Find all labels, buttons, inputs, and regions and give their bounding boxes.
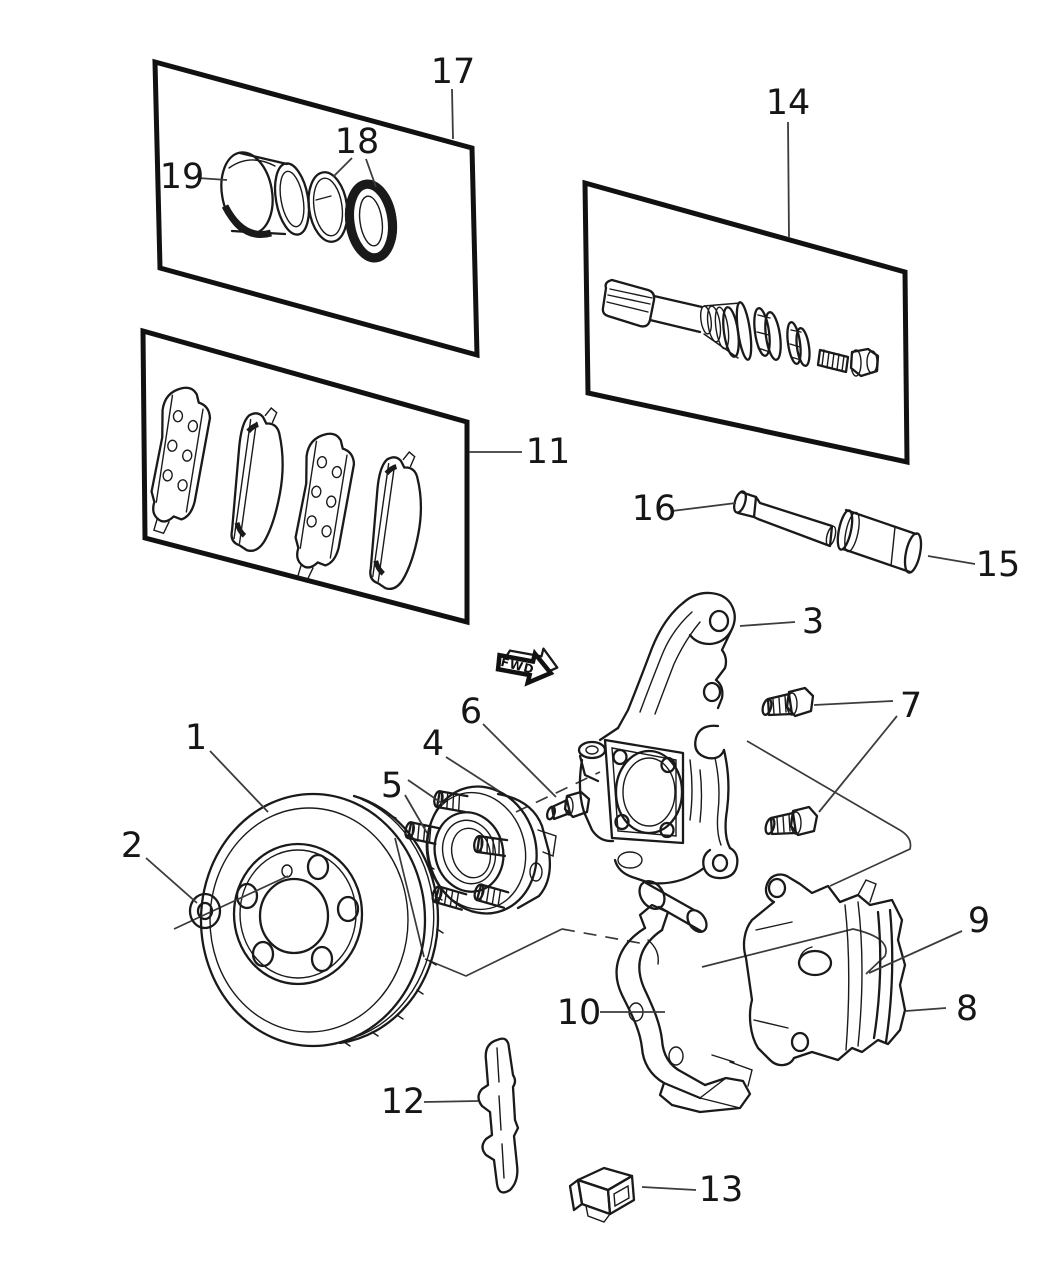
callout-13: 13 [699, 1170, 744, 1210]
washer-drawing [173, 875, 289, 930]
steering-knuckle-drawing [577, 591, 739, 885]
callout-18: 18 [335, 122, 380, 162]
brake-pad-drawing [230, 407, 284, 552]
brake-pad-drawing [150, 386, 212, 535]
caliper-piston-drawing [220, 151, 311, 238]
callout-17: 17 [431, 52, 476, 92]
callout-10: 10 [557, 993, 602, 1033]
callout-5: 5 [381, 766, 403, 806]
knuckle-bolt-drawing [764, 805, 819, 837]
wheel-stud-drawing [473, 835, 509, 858]
piston-boot-drawing [344, 179, 398, 263]
pin-bushing-stack-drawing [753, 307, 811, 367]
hub-bearing-drawing [404, 785, 557, 915]
callout-4: 4 [422, 724, 444, 764]
knuckle-bolt-drawing [761, 686, 815, 718]
caliper-adapter-drawing [615, 880, 753, 1114]
pad-retainer-clip-drawing [477, 1037, 520, 1194]
hub-bolt-drawing [545, 790, 591, 821]
guide-pin-drawing [601, 278, 753, 361]
callout-6: 6 [460, 692, 482, 732]
pin-bolt-drawing [816, 347, 880, 378]
callout-14: 14 [766, 83, 811, 123]
brake-caliper-drawing [742, 873, 907, 1067]
callout-3: 3 [802, 602, 824, 642]
callout-12: 12 [381, 1082, 426, 1122]
callout-16: 16 [632, 489, 677, 529]
callout-15: 15 [976, 545, 1021, 585]
callout-9: 9 [968, 901, 990, 941]
callout-1: 1 [185, 718, 207, 758]
piston-seal-kit-box [152, 58, 480, 359]
brake-pad-drawing [294, 432, 356, 581]
callout-8: 8 [956, 989, 978, 1029]
caliper-pin-drawing [733, 490, 837, 548]
rotor-vent-ticks [343, 799, 444, 1047]
callout-7: 7 [900, 686, 922, 726]
callout-19: 19 [160, 157, 205, 197]
pad-spring-clip-drawing [568, 1166, 636, 1223]
alignment-lines [394, 740, 912, 977]
fwd-arrow: FWD [495, 647, 559, 687]
guide-pin-kit-box [582, 179, 910, 466]
pin-bushing-drawing [836, 508, 923, 574]
leader-lines [145, 88, 976, 1191]
brake-pads-box [140, 327, 470, 626]
piston-seal-drawing [307, 171, 349, 243]
callout-11: 11 [526, 432, 571, 472]
wheel-stud-drawing [473, 883, 510, 909]
brake-pad-drawing [369, 451, 423, 591]
brake-rotor-drawing [199, 792, 444, 1048]
callout-2: 2 [121, 826, 143, 866]
